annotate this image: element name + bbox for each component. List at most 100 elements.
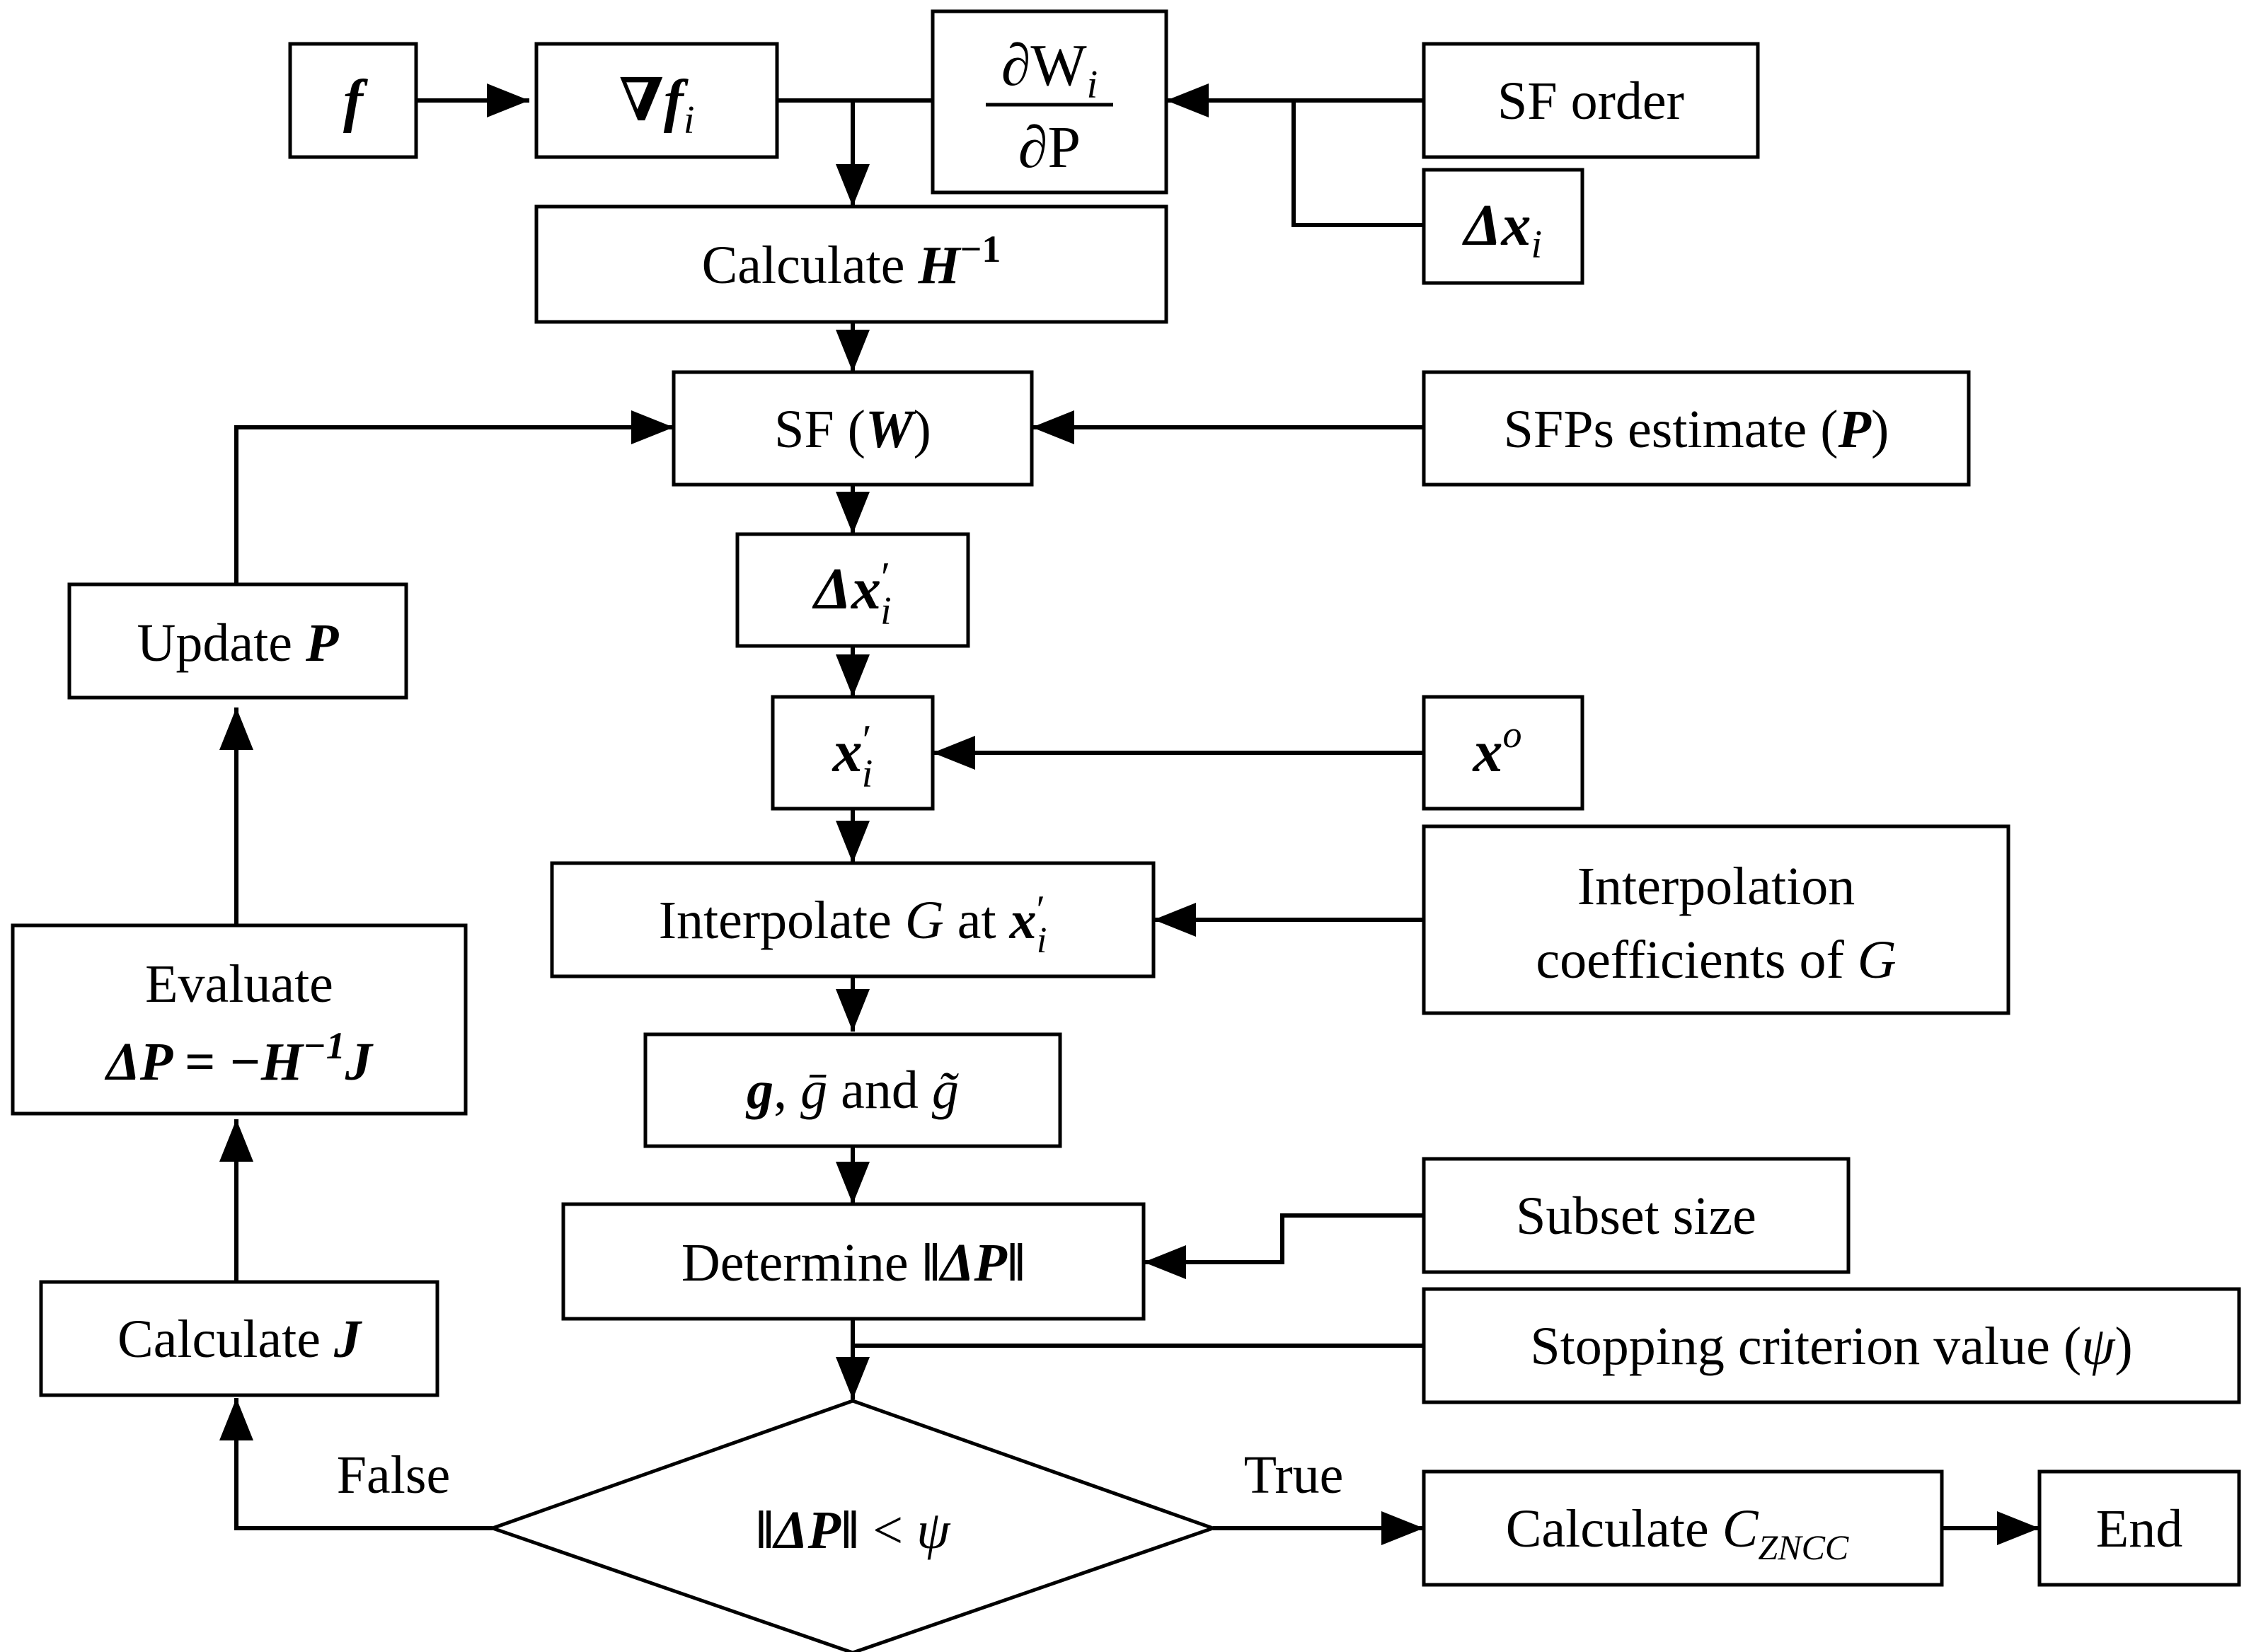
node-interpolation-coefficients: Interpolation coefficients of G: [1422, 824, 2010, 1015]
node-x-o-label: x: [1472, 719, 1503, 785]
node-interpolate-pre: Interpolate: [659, 891, 905, 950]
node-g-statistics-gtilde: g̃: [932, 1061, 960, 1120]
node-delta-x-prime-sub: i: [880, 589, 892, 633]
node-dw-dp-denominator: ∂P: [1018, 115, 1081, 180]
node-calculate-c-pre: Calculate: [1506, 1499, 1722, 1559]
svg-text:coefficients of G: coefficients of G: [1536, 930, 1896, 990]
svg-text:SF (W): SF (W): [774, 400, 931, 459]
node-sf-w: SF (W): [672, 370, 1034, 487]
node-delta-x-prime-label: Δx: [812, 556, 881, 622]
svg-text:xo: xo: [1472, 713, 1522, 785]
node-end-label: End: [2096, 1499, 2182, 1559]
svg-text:Calculate CZNCC: Calculate CZNCC: [1506, 1499, 1849, 1567]
node-calculate-c-sub: ZNCC: [1758, 1527, 1849, 1567]
node-calculate-h-pre: Calculate: [702, 236, 919, 295]
node-decision-rhs: ψ: [916, 1501, 951, 1560]
node-g-statistics-and: and: [827, 1061, 932, 1120]
node-evaluate-line2: ΔP = −H: [104, 1032, 305, 1092]
node-delta-x-prime: Δx′i: [735, 532, 970, 648]
node-determine-pre: Determine: [681, 1233, 922, 1293]
svg-text:Δx′i: Δx′i: [812, 554, 891, 633]
edge-deltax-to-dwdp: [1291, 100, 1424, 227]
node-calculate-j-pre: Calculate: [117, 1310, 334, 1369]
node-interpolate-sub: i: [1037, 920, 1047, 961]
node-delta-x-label: Δx: [1462, 192, 1531, 258]
node-evaluate: Evaluate ΔP = −H−1J: [11, 923, 468, 1116]
node-calculate-j-math: J: [333, 1310, 362, 1369]
node-g-statistics-g: g: [745, 1061, 773, 1120]
node-calculate-c: Calculate CZNCC: [1422, 1469, 1944, 1587]
node-evaluate-end: J: [345, 1032, 374, 1092]
svg-text:ΔP = −H−1J: ΔP = −H−1J: [104, 1024, 373, 1092]
edge-subset-to-determine: [1144, 1213, 1424, 1279]
node-interpolate-mid: at: [944, 891, 1010, 950]
node-dw-dp-sub: i: [1087, 63, 1098, 107]
node-gradient-f-label: ∇f: [619, 68, 689, 134]
node-stopping-criterion: Stopping criterion value (ψ): [1422, 1287, 2241, 1404]
svg-text:∇fi: ∇fi: [619, 68, 695, 142]
node-subset-size: Subset size: [1422, 1157, 1851, 1274]
svg-text:Calculate H−1: Calculate H−1: [702, 228, 1001, 295]
svg-text:∂Wi: ∂Wi: [1001, 33, 1098, 107]
node-x-prime-sub: i: [862, 752, 873, 796]
svg-text:Calculate J: Calculate J: [117, 1310, 362, 1369]
svg-text:Δxi: Δxi: [1462, 192, 1542, 267]
node-gradient-f-sub: i: [684, 98, 695, 142]
node-calculate-h-math: H: [918, 236, 962, 295]
edge-decision-false: [219, 1398, 493, 1530]
node-sfp-estimate-math: P: [1838, 400, 1872, 459]
edge-label-false: False: [337, 1445, 450, 1505]
node-determine-math: ‖ΔP‖: [922, 1233, 1026, 1293]
node-stopping-criterion-post: ): [2114, 1317, 2132, 1376]
node-sf-order: SF order: [1422, 42, 1760, 159]
svg-text:SFPs estimate (P): SFPs estimate (P): [1504, 400, 1889, 459]
node-evaluate-sup: −1: [303, 1024, 345, 1067]
node-end: End: [2037, 1469, 2241, 1587]
edge-label-true: True: [1244, 1445, 1344, 1505]
node-subset-size-label: Subset size: [1516, 1186, 1756, 1246]
node-update-p: Update P: [67, 582, 408, 700]
node-update-p-pre: Update: [137, 613, 306, 673]
node-interpolate-var: G: [905, 891, 944, 950]
node-decision: ‖ΔP‖ < ψ: [487, 1399, 1219, 1652]
node-sf-w-post: ): [914, 400, 931, 459]
node-delta-x-prime-mark: ′: [881, 554, 890, 601]
node-x-prime-label: x: [832, 719, 863, 785]
node-sf-w-pre: SF (: [774, 400, 865, 459]
node-evaluate-line1: Evaluate: [145, 954, 333, 1014]
node-x-o: xo: [1422, 695, 1584, 811]
node-sfp-estimate-pre: SFPs estimate (: [1504, 400, 1839, 459]
node-delta-x: Δxi: [1422, 168, 1584, 285]
node-stopping-criterion-var: ψ: [2081, 1317, 2116, 1376]
node-dw-dp-numerator: ∂W: [1001, 33, 1088, 98]
node-calculate-h: Calculate H−1: [534, 204, 1168, 324]
node-decision-lhs: ‖ΔP‖: [756, 1501, 860, 1560]
node-sfp-estimate: SFPs estimate (P): [1422, 370, 1971, 487]
node-x-prime-mark: ′: [863, 717, 872, 763]
svg-text:g, ḡ and g̃: g, ḡ and g̃: [745, 1061, 960, 1120]
svg-text:Determine ‖ΔP‖: Determine ‖ΔP‖: [681, 1233, 1025, 1293]
node-gradient-f: ∇fi: [534, 42, 779, 159]
node-g-statistics-sep: ,: [773, 1061, 800, 1120]
node-interpolation-coefficients-line2: coefficients of: [1536, 930, 1857, 990]
edge-update-to-sfw: [234, 410, 674, 584]
node-interpolate-mark: ′: [1037, 888, 1045, 932]
svg-text:Update P: Update P: [137, 613, 339, 673]
node-sf-w-math: W: [865, 400, 917, 459]
node-calculate-j: Calculate J: [39, 1280, 439, 1397]
connectors: [219, 83, 2039, 1545]
node-determine: Determine ‖ΔP‖: [561, 1202, 1146, 1321]
node-update-p-math: P: [305, 613, 339, 673]
node-stopping-criterion-pre: Stopping criterion value (: [1530, 1317, 2081, 1376]
node-sfp-estimate-post: ): [1871, 400, 1889, 459]
node-g-statistics-gbar: ḡ: [800, 1061, 827, 1120]
svg-text:x′i: x′i: [832, 717, 873, 796]
node-delta-x-sub: i: [1531, 223, 1543, 267]
svg-text:Interpolate G at x′i: Interpolate G at x′i: [659, 888, 1047, 961]
node-decision-op: <: [859, 1501, 916, 1560]
node-sf-order-label: SF order: [1497, 71, 1684, 131]
node-interpolate-math: x: [1009, 891, 1037, 950]
node-dw-dp: ∂Wi ∂P: [931, 9, 1168, 195]
node-x-o-sup: o: [1503, 713, 1522, 756]
node-calculate-h-sup: −1: [960, 228, 1001, 270]
